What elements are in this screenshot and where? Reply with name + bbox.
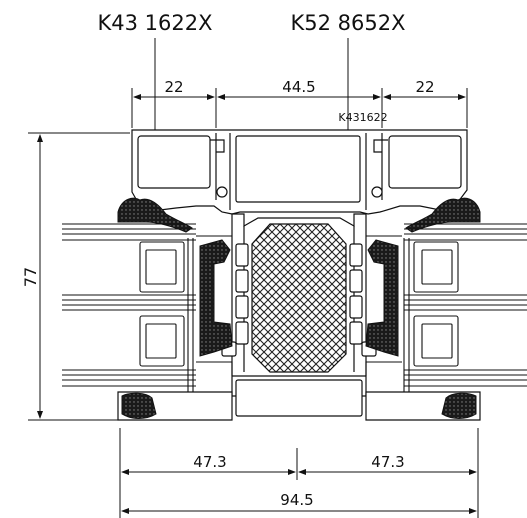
dim-top-middle: 44.5 (282, 78, 315, 96)
profile-code-inner: K431622 (338, 111, 387, 124)
gasket-bottom-left (121, 392, 157, 419)
glazing-left (62, 223, 196, 392)
top-dimension-chain (131, 88, 468, 128)
dim-bottom-right: 47.3 (371, 453, 404, 471)
dim-top-left: 22 (164, 78, 183, 96)
dim-height: 77 (21, 267, 40, 287)
sash-frame (131, 129, 468, 215)
dim-top-right: 22 (415, 78, 434, 96)
side-dimension (28, 132, 130, 421)
thermal-core (251, 223, 347, 373)
gasket-left-inner (199, 239, 233, 357)
gasket-right-inner (365, 239, 399, 357)
dim-bottom-total: 94.5 (280, 491, 313, 509)
glazing-beads (196, 235, 402, 376)
dim-bottom-left: 47.3 (193, 453, 226, 471)
gasket-bottom-right (441, 392, 477, 419)
profile-code-right: K52 8652X (291, 11, 406, 35)
profile-code-left: K43 1622X (98, 11, 213, 35)
glazing-right (403, 223, 527, 392)
bottom-dimension-chain (119, 428, 479, 518)
